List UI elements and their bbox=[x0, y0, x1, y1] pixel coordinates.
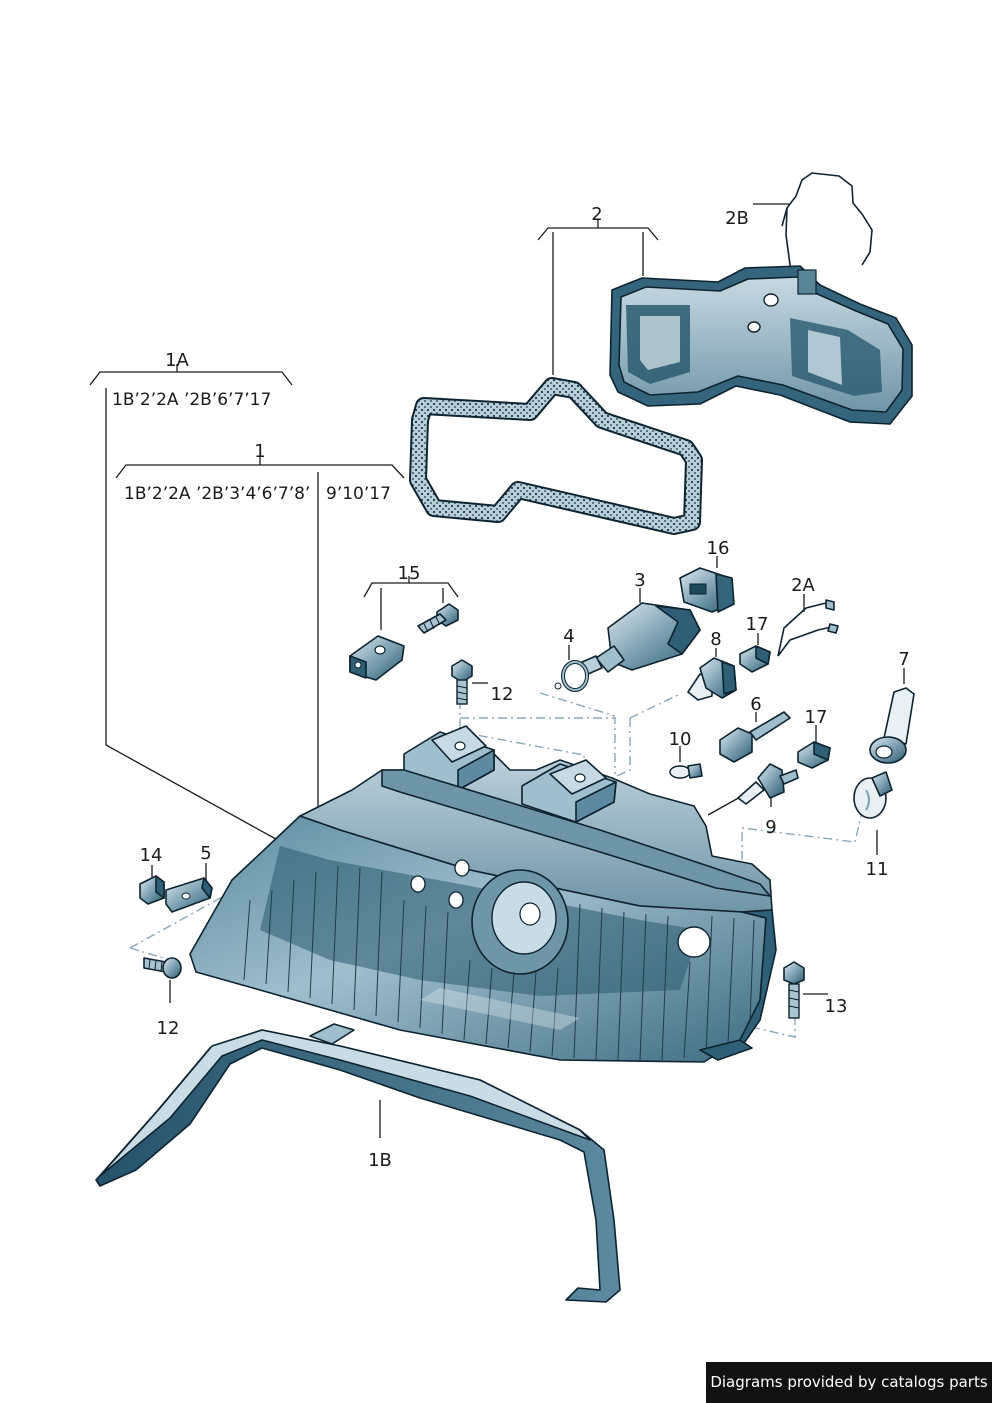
screw-13 bbox=[783, 961, 805, 1019]
callout-13: 13 bbox=[825, 996, 848, 1017]
callout-15: 15 bbox=[398, 563, 421, 584]
callout-1-sequence-b: 9’10’17 bbox=[326, 484, 391, 504]
callout-1a: 1A bbox=[165, 350, 189, 371]
callout-12-top: 12 bbox=[491, 684, 514, 705]
callout-11: 11 bbox=[866, 859, 889, 880]
callout-14: 14 bbox=[140, 845, 163, 866]
callout-1a-sequence: 1B’2’2A ’2B’6’7’17 bbox=[112, 390, 271, 410]
bulb-ring-4 bbox=[554, 660, 589, 692]
credits-banner: Diagrams provided by catalogs parts bbox=[706, 1362, 992, 1403]
callout-3: 3 bbox=[634, 570, 645, 591]
callout-8: 8 bbox=[710, 629, 721, 650]
clip-17-mid bbox=[797, 741, 831, 769]
bracket-5 bbox=[165, 877, 213, 913]
callout-17-top: 17 bbox=[746, 614, 769, 635]
adjuster-motor-3 bbox=[581, 602, 701, 675]
callout-9: 9 bbox=[765, 817, 776, 838]
callout-16: 16 bbox=[707, 538, 730, 559]
callout-4: 4 bbox=[563, 626, 574, 647]
clip-15 bbox=[349, 635, 405, 681]
callout-labels: 1A 1B’2’2A ’2B’6’7’17 1 1B’2’2A ’2B’3’4’… bbox=[112, 204, 910, 1171]
leader-lines bbox=[89, 203, 905, 1138]
rear-cover bbox=[609, 265, 913, 425]
headlight-housing bbox=[189, 725, 777, 1063]
trim-strip-1b bbox=[95, 1023, 621, 1303]
callout-2a: 2A bbox=[791, 575, 815, 596]
callout-12-bottom: 12 bbox=[157, 1018, 180, 1039]
callout-17-mid: 17 bbox=[805, 707, 828, 728]
bulb-9 bbox=[737, 763, 799, 805]
callout-2: 2 bbox=[591, 204, 602, 225]
connector-16 bbox=[679, 567, 735, 613]
bulb-8 bbox=[687, 657, 737, 701]
bulb-11 bbox=[853, 771, 893, 819]
screw-15 bbox=[417, 603, 459, 634]
wire-spring-2a bbox=[777, 599, 839, 657]
callout-1b: 1B bbox=[368, 1150, 392, 1171]
bulb-7 bbox=[869, 687, 915, 764]
callout-6: 6 bbox=[750, 694, 761, 715]
callout-2b: 2B bbox=[725, 208, 749, 229]
bulb-10 bbox=[669, 763, 703, 779]
cover-gasket bbox=[409, 377, 703, 535]
callout-5: 5 bbox=[200, 843, 211, 864]
lens-hatching bbox=[243, 865, 755, 1061]
callout-1-sequence-a: 1B’2’2A ’2B’3’4’6’7’8’ bbox=[124, 484, 310, 504]
clip-14 bbox=[139, 875, 165, 905]
callout-7: 7 bbox=[898, 649, 909, 670]
socket-6 bbox=[719, 711, 791, 763]
callout-10: 10 bbox=[669, 729, 692, 750]
clip-17-top bbox=[739, 645, 771, 673]
wire-clip-2b bbox=[781, 172, 873, 273]
screw-12-bottom bbox=[143, 957, 182, 979]
callout-1: 1 bbox=[254, 441, 265, 462]
screw-12-top bbox=[451, 659, 473, 705]
